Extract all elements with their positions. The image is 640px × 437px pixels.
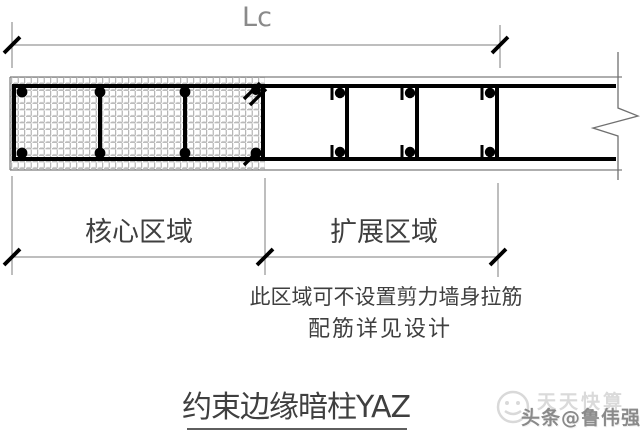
note-line-1: 此区域可不设置剪力墙身拉筋 bbox=[249, 285, 523, 309]
dimension-tick-icon bbox=[2, 35, 510, 55]
wall-outline bbox=[9, 76, 622, 171]
smiley-face-icon bbox=[496, 390, 530, 424]
drawing-title: 约束边缘暗柱YAZ bbox=[181, 390, 411, 425]
extended-stirrups bbox=[263, 84, 616, 161]
dimension-label-lc: Lc bbox=[242, 2, 272, 33]
extended-region-label: 扩展区域 bbox=[330, 217, 438, 248]
watermark-brand: 天天快算 bbox=[537, 391, 626, 413]
dimension-tick-icon bbox=[2, 247, 508, 267]
core-stirrup bbox=[12, 84, 265, 161]
title-underline bbox=[187, 428, 407, 430]
watermark-credit: 头条@鲁伟强 bbox=[521, 407, 640, 429]
note-line-2: 配筋详见设计 bbox=[307, 317, 452, 342]
break-line-icon bbox=[590, 52, 640, 180]
core-hatch-region bbox=[10, 77, 265, 170]
rebar-dots-extended bbox=[334, 87, 496, 158]
core-region-label: 核心区域 bbox=[85, 217, 193, 248]
extended-hooks bbox=[330, 86, 484, 159]
stirrup-hook-icon bbox=[242, 81, 268, 167]
